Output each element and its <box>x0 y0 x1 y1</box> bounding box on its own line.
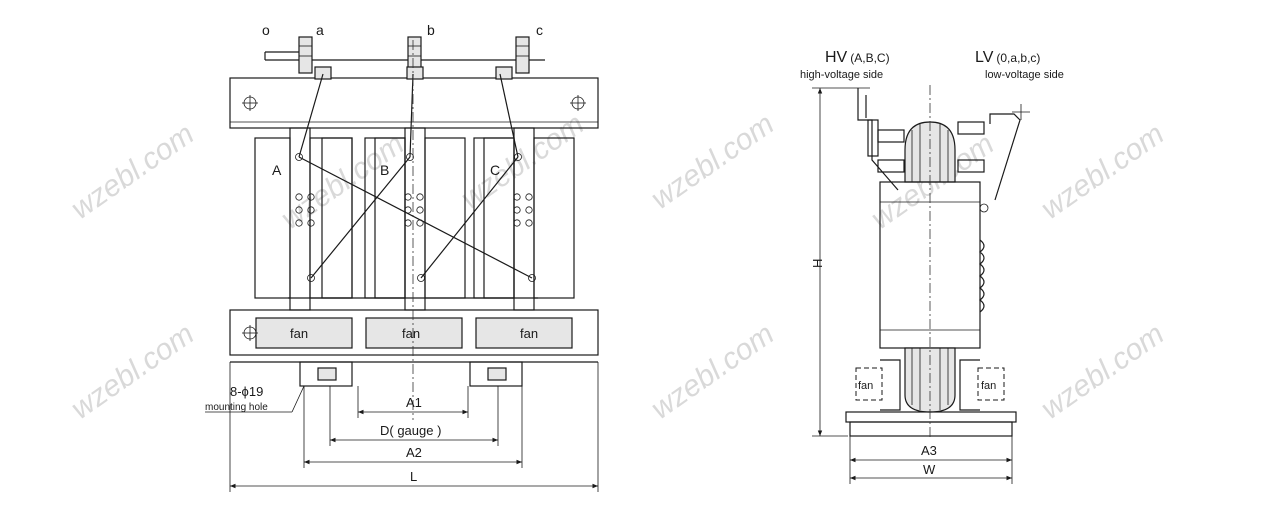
coil-a-outer-left <box>254 137 291 299</box>
lv-side-label: low-voltage side <box>985 69 1064 81</box>
dimension-lines <box>229 362 599 492</box>
watermark-text: wzebl.com <box>645 107 780 215</box>
top-clamp-beam <box>229 77 599 129</box>
side-fan-left <box>855 367 883 401</box>
lv-title: LV(0,a,b,c) <box>975 49 1040 66</box>
watermark-text: wzebl.com <box>1035 317 1170 425</box>
dim-label-d: D( gauge ) <box>380 423 441 438</box>
insulator-block <box>406 66 424 80</box>
bottom-clamp-beam <box>229 309 599 356</box>
insulator-block <box>495 66 513 80</box>
bottom-bracket-right <box>959 359 980 411</box>
side-base <box>849 421 1013 437</box>
fan-label: fan <box>520 326 538 341</box>
lv-phases: (0,a,b,c) <box>996 51 1040 65</box>
hv-side-label: high-voltage side <box>800 69 883 81</box>
mounting-hole-qty: 8-ϕ19 <box>230 384 263 399</box>
hv-clamp <box>877 159 905 173</box>
lv-lead <box>989 113 1021 201</box>
dim-label-l: L <box>410 469 417 484</box>
terminal-knob-icon <box>979 203 989 213</box>
watermark-text: wzebl.com <box>65 117 200 225</box>
coil-bottom-hatch <box>911 348 949 410</box>
side-view: HV(A,B,C) high-voltage side LV(0,a,b,c) … <box>800 49 1064 484</box>
side-fan-right <box>977 367 1005 401</box>
front-view: o a b c A B C <box>205 22 599 492</box>
fan-label: fan <box>858 380 873 392</box>
terminal-lug-a <box>298 36 313 74</box>
dim-label-w: W <box>923 462 936 477</box>
coil-c-outer-right <box>533 137 575 299</box>
insulator-block <box>314 66 332 80</box>
bottom-bracket-left <box>880 359 901 411</box>
leader-line <box>291 385 305 413</box>
watermark-text: wzebl.com <box>65 317 200 425</box>
delta-connection-leads <box>295 73 536 282</box>
terminal-label-o: o <box>262 22 270 38</box>
phase-label-c: C <box>490 162 500 178</box>
terminal-label-a: a <box>316 22 324 38</box>
terminal-lug-c <box>515 36 530 74</box>
base-foot-left <box>299 361 353 387</box>
coil-top-hatch <box>911 124 949 182</box>
dim-label-h: H <box>810 259 825 268</box>
base-foot-right <box>469 361 523 387</box>
dim-label-a3: A3 <box>921 443 937 458</box>
phase-label-b: B <box>380 162 389 178</box>
watermark-text: wzebl.com <box>645 317 780 425</box>
fan-box <box>365 317 463 349</box>
tap-bumps <box>979 239 985 313</box>
side-base-top <box>845 411 1017 423</box>
fan-label: fan <box>981 380 996 392</box>
lv-clamp <box>957 159 985 173</box>
lv-title-text: LV <box>975 49 994 66</box>
fan-label: fan <box>290 326 308 341</box>
hv-bracket <box>867 119 879 157</box>
fan-box <box>475 317 573 349</box>
lv-clamp <box>957 121 985 135</box>
phase-label-a: A <box>272 162 282 178</box>
tap-studs-c <box>513 193 533 227</box>
hv-clamp <box>877 129 905 143</box>
dim-label-a2: A2 <box>406 445 422 460</box>
coil-b-outer-right <box>424 137 466 299</box>
dim-label-a1: A1 <box>406 395 422 410</box>
watermark-text: wzebl.com <box>455 107 590 215</box>
hv-title-text: HV <box>825 49 848 66</box>
terminal-label-b: b <box>427 22 435 38</box>
watermark-text: wzebl.com <box>1035 117 1170 225</box>
roller-icon <box>317 367 337 381</box>
mounting-hole-label: mounting hole <box>205 402 268 413</box>
fan-label: fan <box>402 326 420 341</box>
hv-phases: (A,B,C) <box>850 51 889 65</box>
tap-studs-a <box>295 193 315 227</box>
terminal-label-c: c <box>536 22 543 38</box>
fan-box <box>255 317 353 349</box>
roller-icon <box>487 367 507 381</box>
hv-title: HV(A,B,C) <box>825 49 890 66</box>
tap-studs-b <box>404 193 424 227</box>
